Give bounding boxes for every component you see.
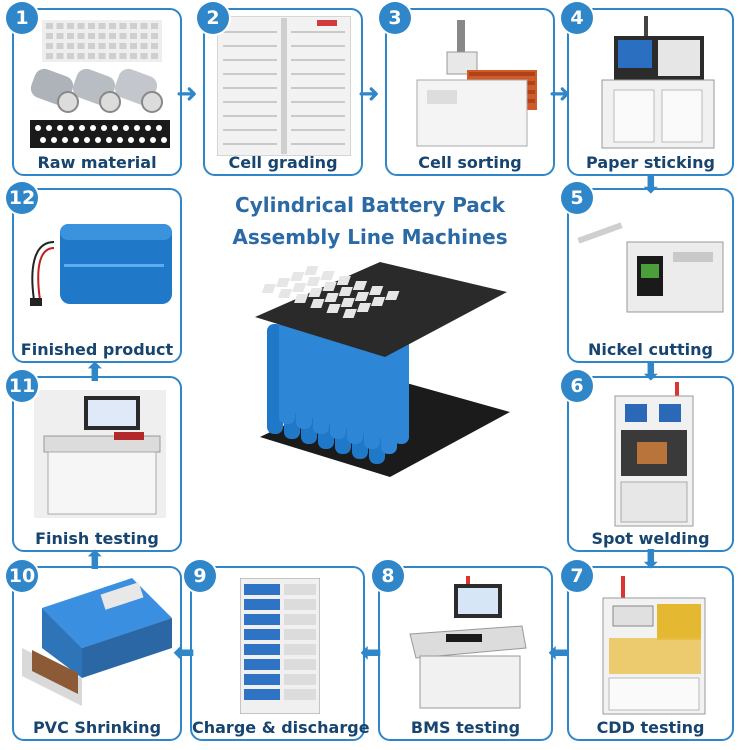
step-pvc-shrinking: 10 PVC Shrinking [6, 560, 182, 741]
step-number-badge: 12 [6, 182, 38, 214]
step-label: Finish testing [35, 529, 159, 548]
finished-battery-pack-image [30, 224, 172, 306]
flow-arrow-left-icon: ⬅ [548, 638, 570, 668]
cell-sorting-machine-image [416, 20, 537, 147]
step-label: PVC Shrinking [32, 718, 162, 737]
step-number-badge: 8 [372, 560, 404, 592]
flow-arrow-right-icon: ➜ [176, 79, 198, 109]
flow-arrow-down-icon: ⬇ [640, 545, 662, 575]
step-number-badge: 9 [184, 560, 216, 592]
flow-arrow-up-icon: ⬆ [84, 358, 106, 388]
step-number-badge: 11 [6, 370, 38, 402]
raw-material-image [30, 20, 170, 148]
pvc-shrinking-machine-image [22, 578, 172, 706]
step-label: Raw material [37, 153, 157, 172]
step-charge-discharge: 9 Charge & discharge [184, 560, 370, 741]
step-cell-grading: 2 Cell grading [197, 2, 363, 176]
spot-welding-machine-image [614, 382, 694, 527]
step-label: Cell sorting [418, 153, 522, 172]
step-paper-sticking: 4 Paper sticking [561, 2, 734, 176]
flow-arrow-down-icon: ⬇ [640, 357, 662, 387]
step-label: Charge & discharge [192, 718, 370, 737]
bms-testing-machine-image [409, 576, 527, 709]
step-cdd-testing: 7 CDD testing [561, 560, 734, 741]
step-label: Paper sticking [586, 153, 715, 172]
charge-discharge-cabinet-image [240, 578, 320, 714]
flow-arrow-left-icon: ⬅ [360, 638, 382, 668]
battery-cells [267, 304, 409, 464]
step-number-badge: 4 [561, 2, 593, 34]
cdd-testing-machine-image [602, 576, 706, 715]
step-number-badge: 7 [561, 560, 593, 592]
flow-arrow-right-icon: ➜ [358, 79, 380, 109]
diagram-title-line-2: Assembly Line Machines [232, 225, 508, 249]
step-spot-welding: 6 Spot welding [561, 370, 734, 552]
paper-sticking-machine-image [601, 16, 715, 149]
battery-cell [393, 334, 409, 444]
step-finish-testing: 11 Finish testing [6, 370, 182, 552]
step-bms-testing: 8 BMS testing [372, 560, 553, 741]
step-number-badge: 5 [561, 182, 593, 214]
step-number-badge: 3 [379, 2, 411, 34]
step-number-badge: 10 [6, 560, 38, 592]
step-finished-product: 12 Finished product [6, 182, 182, 363]
step-nickel-cutting: 5 Nickel cutting [561, 182, 734, 363]
diagram-title-line-1: Cylindrical Battery Pack [235, 193, 505, 217]
step-label: Cell grading [228, 153, 338, 172]
step-number-badge: 6 [561, 370, 593, 402]
flow-arrow-right-icon: ➜ [549, 79, 571, 109]
step-label: Spot welding [591, 529, 710, 548]
step-label: BMS testing [410, 718, 521, 737]
step-raw-material: 1 Raw material [6, 2, 182, 176]
flow-arrow-down-icon: ⬇ [640, 170, 662, 200]
flow-arrow-left-icon: ⬅ [173, 638, 195, 668]
step-number-badge: 1 [6, 2, 38, 34]
step-label: CDD testing [596, 718, 705, 737]
cell-grading-cabinet-image [217, 16, 351, 156]
step-number-badge: 2 [197, 2, 229, 34]
battery-cell [376, 329, 392, 439]
step-cell-sorting: 3 Cell sorting [379, 2, 555, 176]
step-label: Nickel cutting [588, 340, 713, 359]
flow-arrow-up-icon: ⬆ [84, 546, 106, 576]
step-label: Finished product [20, 340, 174, 359]
battery-pack-illustration [255, 262, 510, 477]
nickel-cutting-machine-image [577, 222, 724, 313]
finish-testing-machine-image [34, 390, 166, 518]
